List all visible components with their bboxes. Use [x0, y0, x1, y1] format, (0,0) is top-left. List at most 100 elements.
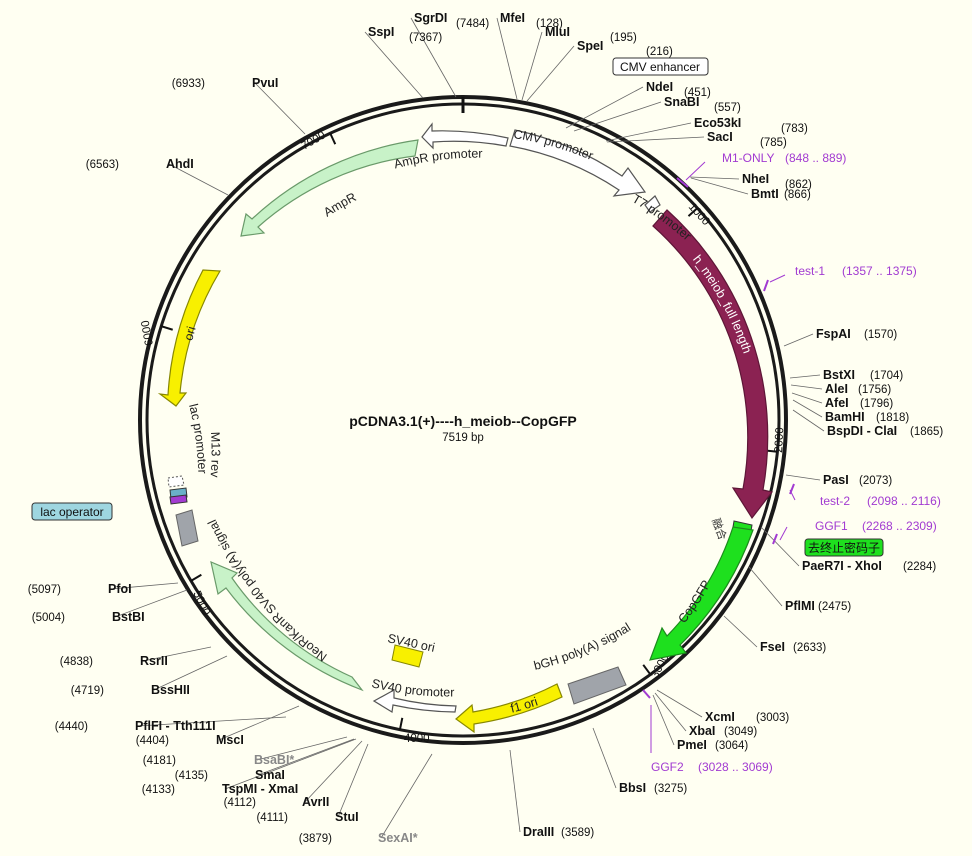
site-label-pasi[interactable]: PasI(2073) — [823, 473, 892, 487]
site-label-avrii[interactable]: AvrII(4112) — [224, 795, 330, 809]
m13-rev-label: M13 rev — [208, 432, 223, 479]
site-label-pfoi[interactable]: PfoI(5097) — [28, 582, 132, 596]
ampr-promoter-arrow[interactable] — [421, 122, 509, 150]
svg-text:(1796): (1796) — [860, 398, 893, 410]
site-label-ahdi[interactable]: AhdI(6563) — [86, 157, 194, 171]
svg-text:PaeR7I - XhoI: PaeR7I - XhoI — [802, 559, 882, 573]
site-label-paer7i-xhoi[interactable]: PaeR7I - XhoI (2284) — [802, 559, 936, 573]
site-label-snabi[interactable]: SnaBI(557) — [664, 95, 741, 114]
primer-label-test-2[interactable]: test-2(2098 .. 2116) — [820, 494, 941, 508]
primer-label-ggf2[interactable]: GGF2(3028 .. 3069) — [651, 760, 773, 774]
site-label-rsrii[interactable]: RsrII (4838) — [60, 654, 168, 668]
site-label-eco53ki[interactable]: Eco53kI(783) — [694, 116, 808, 135]
primer-test-2-mark[interactable] — [789, 483, 795, 495]
site-label-mfei[interactable]: MfeI(128) — [500, 11, 563, 30]
site-label-pflmi[interactable]: PflMI(2475) — [785, 599, 851, 613]
primer-label-test-1[interactable]: test-1(1357 .. 1375) — [795, 264, 917, 278]
site-leader — [257, 738, 355, 776]
tick-5000 — [190, 573, 202, 582]
site-leader — [337, 743, 369, 818]
site-label-bamhi[interactable]: BamHI(1818) — [825, 410, 909, 424]
copgfp-arrow[interactable] — [649, 526, 754, 661]
site-leader — [224, 738, 357, 790]
site-leader — [789, 374, 821, 379]
svg-text:(2475): (2475) — [818, 601, 851, 613]
f1-ori-arrow[interactable] — [455, 683, 563, 734]
site-leader — [723, 615, 758, 648]
m13-rev-arrow[interactable] — [167, 475, 185, 488]
site-label-fspai[interactable]: FspAI(1570) — [816, 327, 897, 341]
site-label-saci[interactable]: SacI(785) — [707, 130, 787, 149]
cmv-promoter-arrow[interactable] — [509, 129, 647, 197]
site-label-xbai[interactable]: XbaI(3049) — [689, 724, 757, 738]
site-label-nhei[interactable]: NheI(862) — [742, 172, 812, 191]
primer-ggf1-mark[interactable] — [772, 533, 778, 545]
svg-text:(2284): (2284) — [903, 561, 936, 573]
svg-text:(128): (128) — [536, 18, 563, 30]
svg-text:StuI: StuI — [335, 810, 359, 824]
primer-test-1-mark[interactable] — [763, 279, 769, 292]
svg-text:SexAI*: SexAI* — [378, 831, 418, 845]
primer-ggf2-mark[interactable] — [642, 689, 651, 699]
svg-text:(6933): (6933) — [172, 78, 205, 90]
ampr-arrow[interactable] — [240, 139, 419, 237]
site-leader — [410, 17, 457, 98]
cmv-enhancer-tag[interactable]: CMV enhancer — [612, 57, 709, 76]
primer-label-m1-only[interactable]: M1-ONLY(848 .. 889) — [722, 151, 846, 165]
ori-arrow[interactable] — [157, 269, 222, 407]
site-leader — [573, 101, 662, 132]
site-label-bmti[interactable]: BmtI(866) — [751, 187, 811, 201]
site-label-bsshii[interactable]: BssHII(4719) — [71, 683, 190, 697]
site-label-sexai-[interactable]: SexAI*(3879) — [299, 831, 418, 845]
site-label-bstbi[interactable]: BstBI(5004) — [32, 610, 145, 624]
site-label-msci[interactable]: MscI(4404) — [136, 733, 244, 747]
lac-operator-tag[interactable]: lac operator — [31, 502, 113, 521]
site-label-pvui[interactable]: PvuI(6933) — [172, 76, 279, 90]
sv40-polya-box[interactable] — [175, 509, 199, 547]
svg-text:(3003): (3003) — [756, 712, 789, 724]
site-label-smai[interactable]: SmaI(4135) — [175, 768, 285, 782]
svg-text:BspDI - ClaI: BspDI - ClaI — [827, 424, 897, 438]
site-label-sspi[interactable]: SspI(7367) — [368, 25, 442, 44]
site-leader — [521, 31, 543, 101]
site-label-alei[interactable]: AleI(1756) — [825, 382, 891, 396]
site-leader — [254, 82, 306, 135]
site-label-mlui[interactable]: MluI(195) — [545, 25, 637, 44]
svg-text:RsrII: RsrII — [140, 654, 168, 668]
site-label-tspmi-xmai[interactable]: TspMI - XmaI(4133) — [142, 782, 298, 796]
site-label-spei[interactable]: SpeI(216) — [577, 39, 673, 58]
svg-text:(4440): (4440) — [55, 721, 88, 733]
site-label-ndei[interactable]: NdeI(451) — [646, 80, 711, 99]
site-leader — [760, 526, 800, 567]
site-label-bstxi[interactable]: BstXI(1704) — [823, 368, 903, 382]
site-label-draiii[interactable]: DraIII(3589) — [523, 825, 594, 839]
svg-text:SpeI: SpeI — [577, 39, 603, 53]
plasmid-size: 7519 bp — [442, 432, 484, 444]
sv40-ori-box[interactable] — [391, 644, 424, 668]
neor-arrow[interactable] — [210, 560, 364, 692]
bgh-polya-box[interactable] — [567, 666, 627, 705]
site-label-bspdi-clai[interactable]: BspDI - ClaI(1865) — [827, 424, 943, 438]
svg-text:DraIII: DraIII — [523, 825, 554, 839]
site-label-sgrdi[interactable]: SgrDI(7484) — [414, 11, 489, 30]
svg-text:(4838): (4838) — [60, 656, 93, 668]
site-label-bsabi-[interactable]: BsaBI*(4181) — [143, 753, 295, 767]
h-meiob-arrow[interactable] — [652, 209, 774, 520]
primer-m1-only-mark[interactable] — [676, 177, 689, 188]
svg-text:NheI: NheI — [742, 172, 769, 186]
site-label-afei[interactable]: AfeI(1796) — [825, 396, 893, 410]
svg-text:test-2: test-2 — [820, 494, 850, 508]
site-label-bbsi[interactable]: BbsI(3275) — [619, 781, 687, 795]
site-label-fsei[interactable]: FseI(2633) — [760, 640, 826, 654]
site-label-stui[interactable]: StuI(4111) — [256, 810, 358, 824]
t7-promoter-arrow[interactable] — [644, 195, 661, 213]
site-leader — [218, 705, 300, 741]
primer-label-ggf1[interactable]: GGF1(2268 .. 2309) — [815, 519, 937, 533]
site-label-pflfi-tth111i[interactable]: PflFI - Tth111I(4440) — [55, 719, 216, 733]
stop-removed-tag[interactable]: 去终止密码子 — [804, 538, 884, 557]
site-label-pmei[interactable]: PmeI(3064) — [677, 738, 748, 752]
features — [157, 122, 774, 734]
site-label-xcmi[interactable]: XcmI(3003) — [705, 710, 789, 724]
plasmid-title: pCDNA3.1(+)----h_meiob--CopGFP 7519 bp — [349, 413, 577, 444]
sv40-promoter-arrow[interactable] — [372, 688, 457, 713]
